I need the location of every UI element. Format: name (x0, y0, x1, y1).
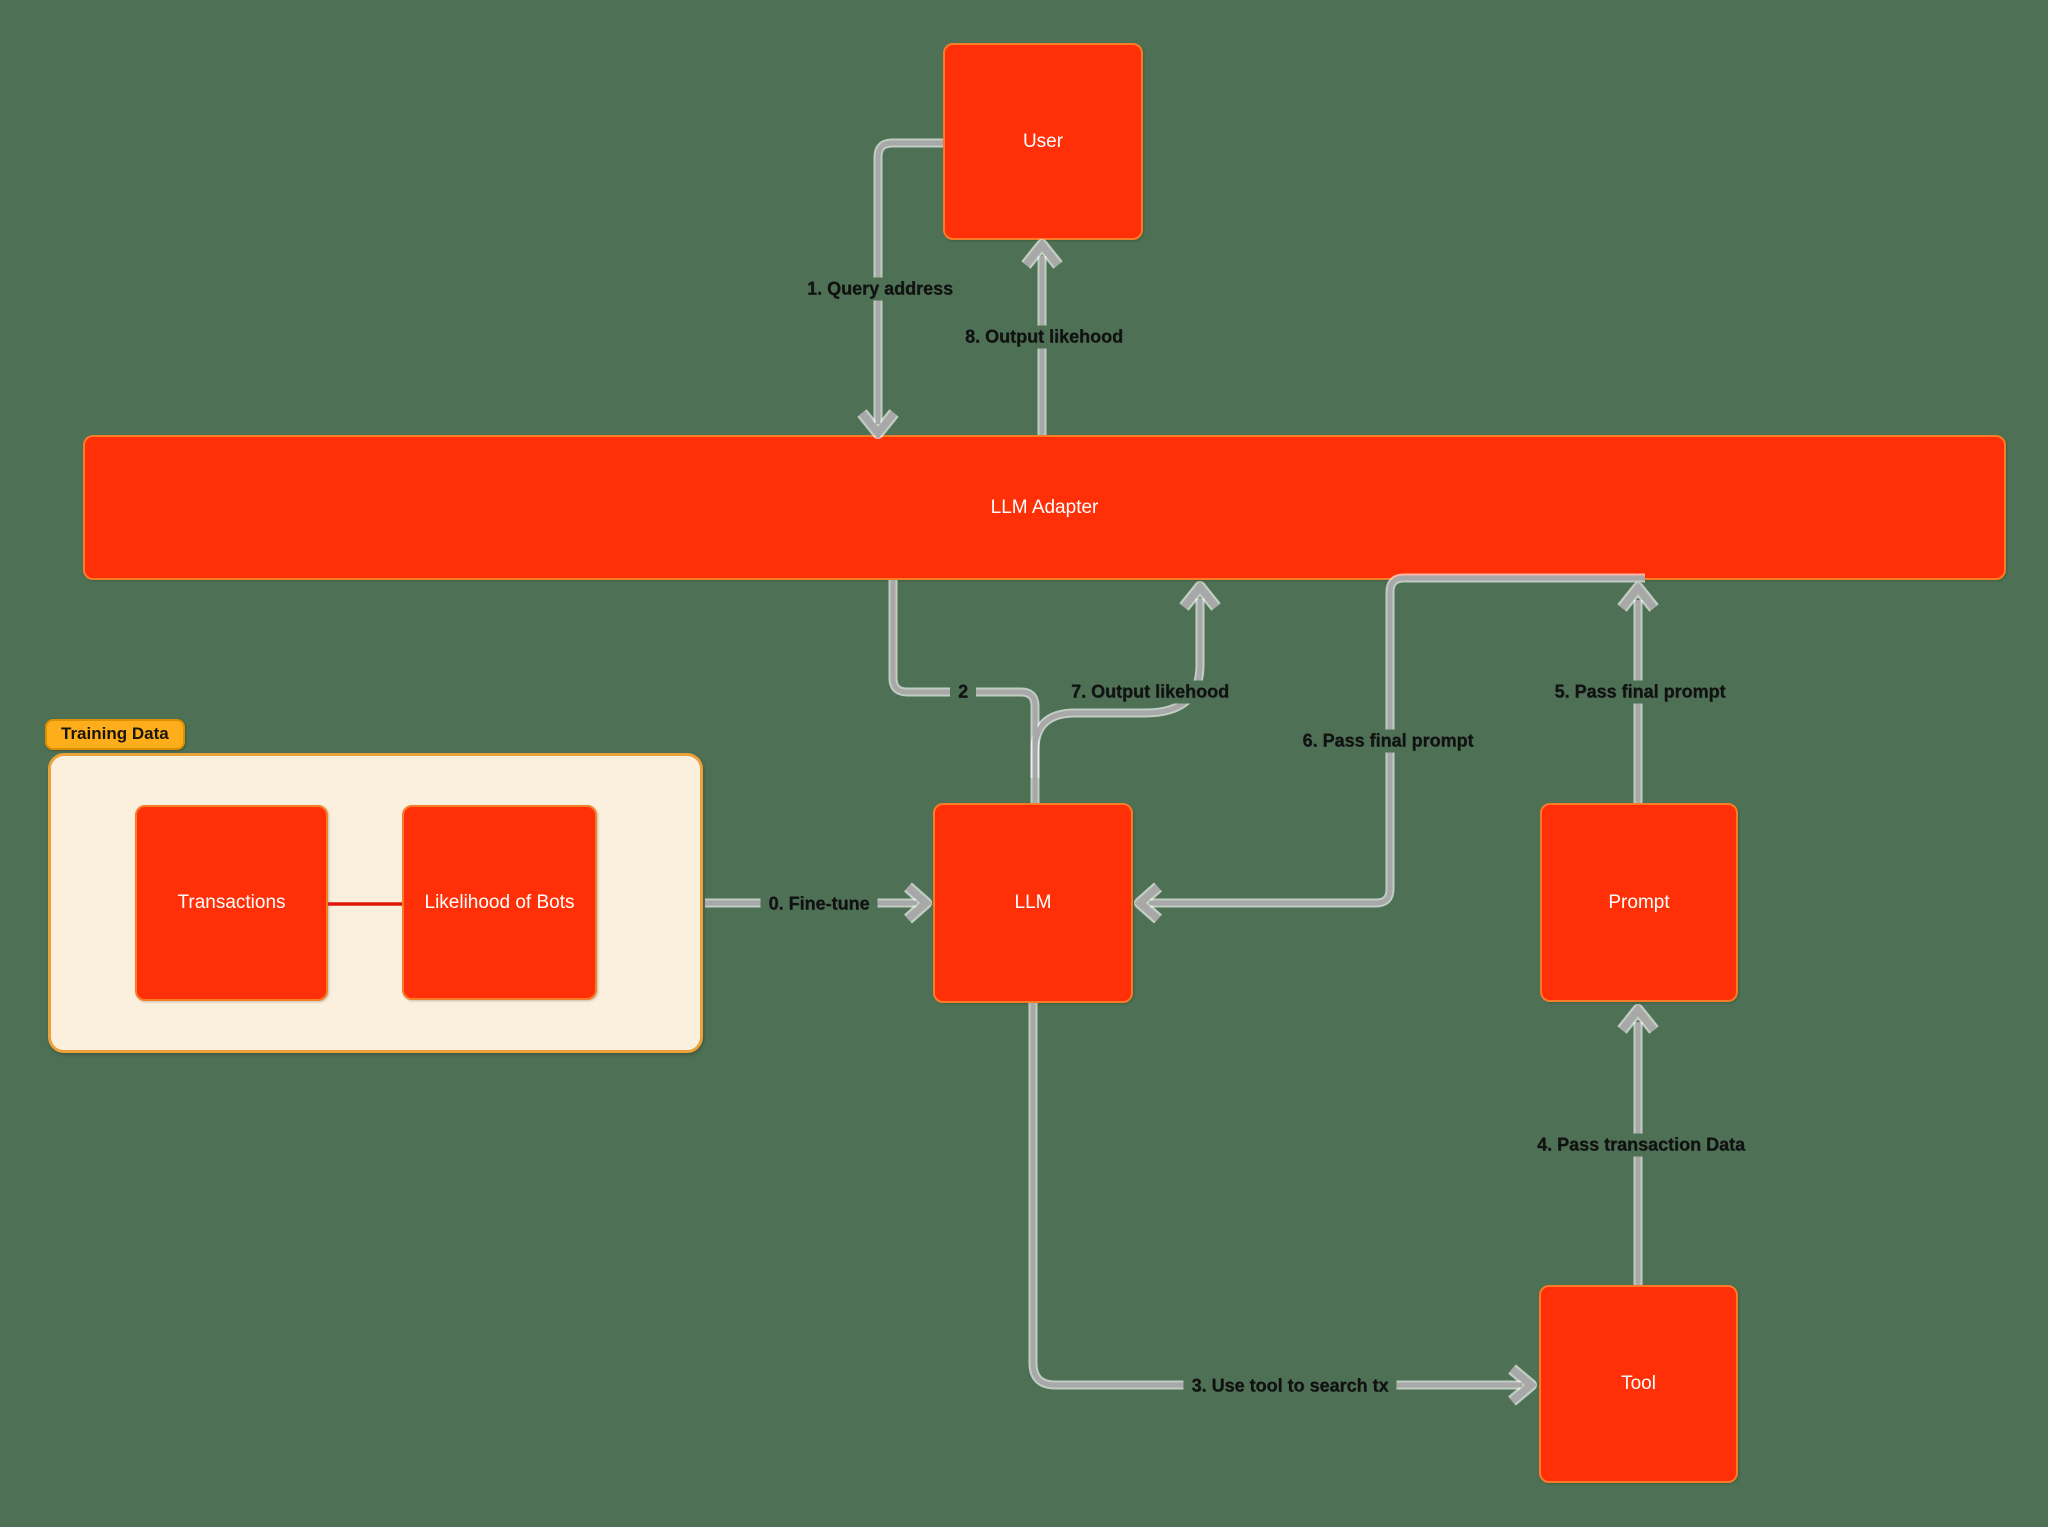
node-tool: Tool (1539, 1285, 1738, 1483)
edge-1-arrowhead-icon (862, 413, 894, 433)
edge-label-pass-transaction-data: 4. Pass transaction Data (1528, 1133, 1754, 1157)
edge-label-output-likehood-7: 7. Output likehood (1063, 680, 1237, 704)
edge-4-arrowhead-icon (1622, 1010, 1654, 1030)
edge-label-2: 2 (949, 680, 977, 704)
edge-label-pass-final-prompt-6: 6. Pass final prompt (1294, 729, 1482, 753)
node-llm: LLM (933, 803, 1133, 1003)
node-prompt: Prompt (1540, 803, 1738, 1002)
edge-label-fine-tune: 0. Fine-tune (760, 892, 878, 916)
arrow-halos (705, 143, 1654, 1401)
edge-6-arrowhead-icon (1140, 887, 1158, 919)
edge-label-output-likehood-8: 8. Output likehood (957, 325, 1131, 349)
edge-label-use-tool-to-search-tx: 3. Use tool to search tx (1183, 1374, 1397, 1398)
node-likelihood-of-bots: Likelihood of Bots (402, 805, 597, 1000)
node-user: User (943, 43, 1143, 240)
node-llm-adapter: LLM Adapter (83, 435, 2006, 580)
edge-label-pass-final-prompt-5: 5. Pass final prompt (1546, 680, 1734, 704)
edge-3-path (1033, 1003, 1522, 1385)
edge-label-query-address: 1. Query address (798, 277, 962, 301)
edge-0-arrowhead-icon (908, 887, 926, 919)
arrows (705, 143, 1654, 1401)
edge-3-arrowhead-icon (1512, 1369, 1531, 1401)
edge-8-arrowhead-icon (1026, 245, 1058, 265)
node-transactions: Transactions (135, 805, 328, 1001)
edge-5-arrowhead-icon (1622, 588, 1654, 608)
training-data-tab: Training Data (45, 719, 185, 750)
edge-7-arrowhead-icon (1184, 587, 1216, 607)
